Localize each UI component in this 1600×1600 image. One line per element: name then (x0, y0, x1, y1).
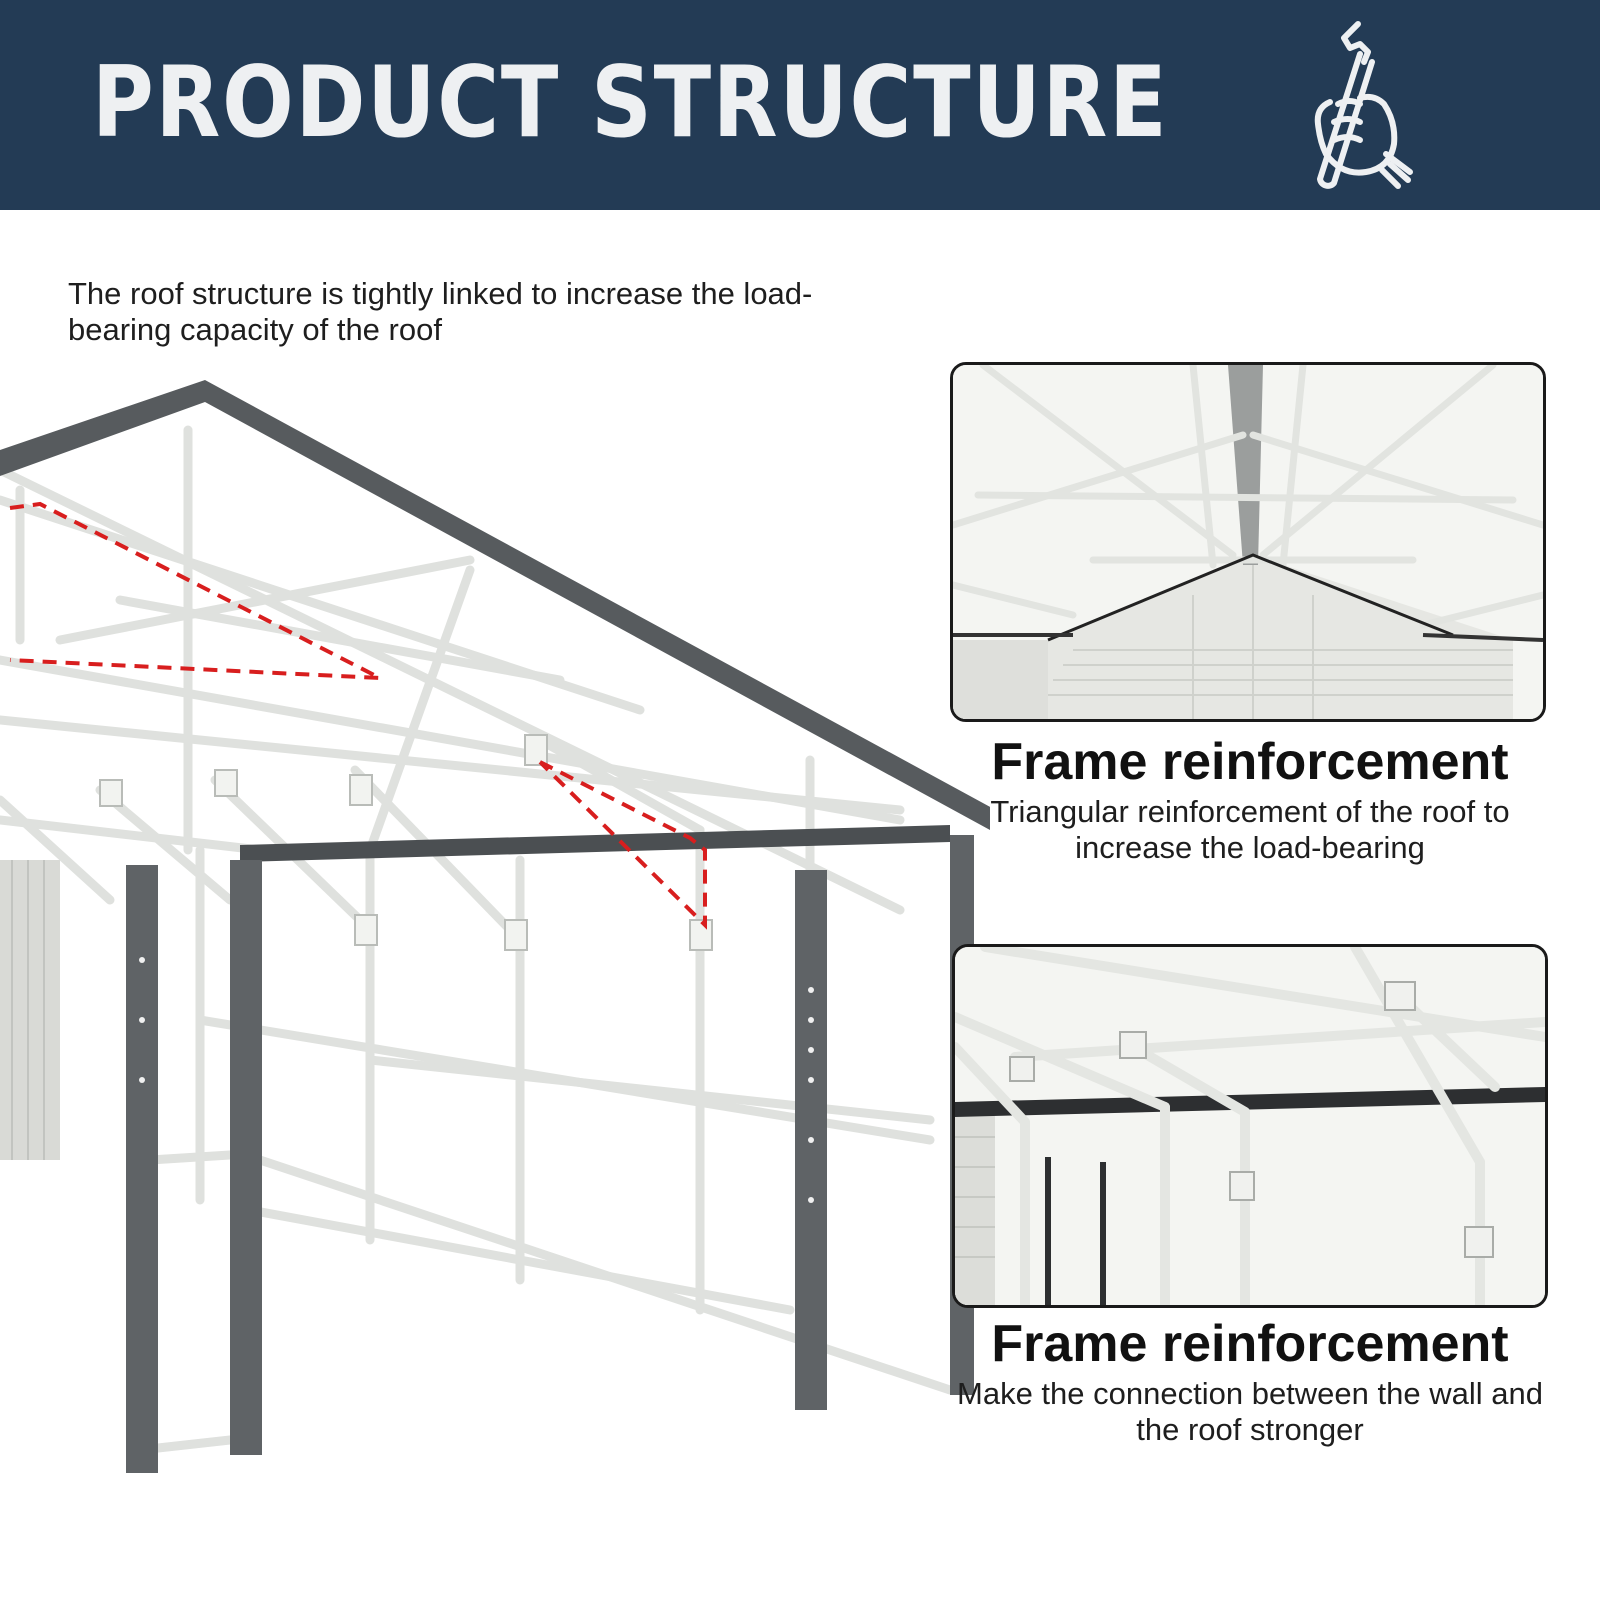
feature-description-wall: Make the connection between the wall and… (957, 1376, 1543, 1447)
roof-reinforcement-photo (950, 362, 1546, 722)
wall-bracket-illustration (955, 947, 1545, 1305)
feature-heading-wall: Frame reinforcement (991, 1315, 1509, 1373)
wrench-fist-icon (1314, 21, 1413, 189)
feature-heading-roof: Frame reinforcement (991, 733, 1509, 791)
intro-text: The roof structure is tightly linked to … (68, 276, 813, 347)
header-banner: PRODUCT STRUCTURE (0, 0, 1600, 210)
page-title: PRODUCT STRUCTURE (92, 46, 1169, 160)
roof-truss-illustration (953, 365, 1543, 719)
feature-description-roof: Triangular reinforcement of the roof to … (990, 794, 1510, 865)
shed-frame-illustration (0, 380, 990, 1473)
wall-connection-photo (952, 944, 1548, 1308)
